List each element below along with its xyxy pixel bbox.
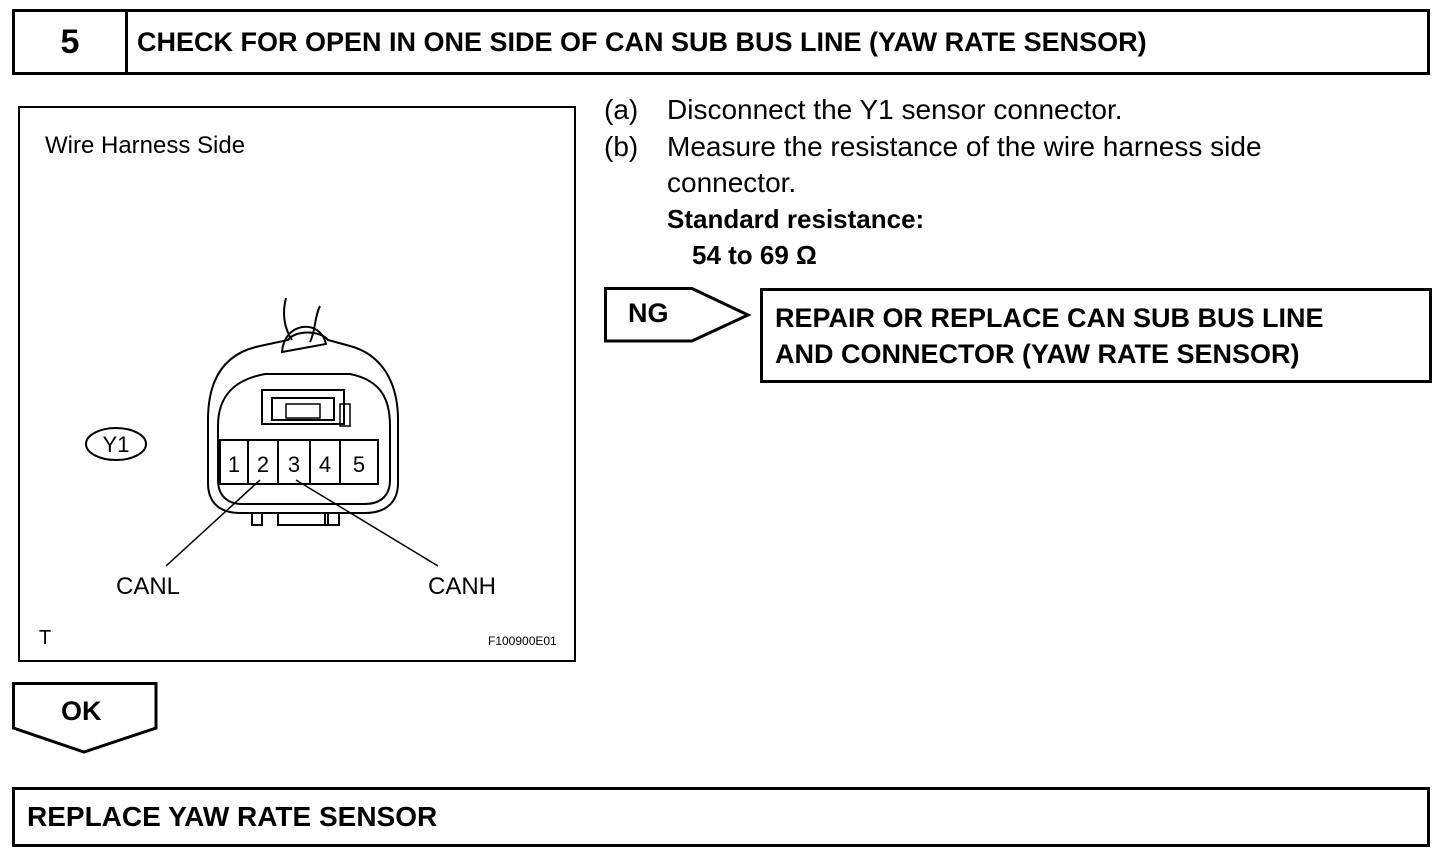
- step-a-marker: (a): [604, 94, 639, 125]
- canl-callout: CANL: [116, 573, 181, 600]
- step-b-text-line1: Measure the resistance of the wire harne…: [667, 131, 1262, 162]
- pin-label: 1: [228, 452, 240, 477]
- pin-label: 2: [257, 452, 269, 477]
- corner-mark: T: [39, 627, 52, 649]
- pin-label: 4: [319, 452, 331, 477]
- connector-figure: Wire Harness Side 1 2 3 4 5: [18, 106, 576, 662]
- standard-value: 54 to 69 Ω: [692, 240, 817, 270]
- step-b-marker: (b): [604, 131, 639, 162]
- ng-result-line1: REPAIR OR REPLACE CAN SUB BUS LINE: [775, 303, 1324, 333]
- ok-arrow: [12, 682, 158, 754]
- step-b-text-line2: connector.: [667, 167, 797, 198]
- step-a-text: Disconnect the Y1 sensor connector.: [667, 94, 1123, 125]
- step-number: 5: [15, 12, 128, 72]
- ok-result-text: REPLACE YAW RATE SENSOR: [27, 801, 438, 832]
- standard-label: Standard resistance:: [667, 204, 925, 234]
- connector-drawing: 1 2 3 4 5 Y1: [85, 297, 439, 567]
- ng-arrow: [604, 287, 752, 343]
- connector-label: Y1: [103, 432, 130, 457]
- ng-label: NG: [628, 298, 669, 328]
- step-title: CHECK FOR OPEN IN ONE SIDE OF CAN SUB BU…: [137, 26, 1147, 57]
- ng-result-box: REPAIR OR REPLACE CAN SUB BUS LINE AND C…: [760, 288, 1432, 383]
- pin-label: 5: [353, 452, 365, 477]
- ok-result-box: REPLACE YAW RATE SENSOR: [12, 787, 1430, 847]
- figure-id: F100900E01: [488, 634, 557, 648]
- figure-title: Wire Harness Side: [45, 132, 246, 159]
- ok-label: OK: [61, 696, 102, 726]
- canh-callout: CANH: [428, 573, 497, 600]
- ng-result-line2: AND CONNECTOR (YAW RATE SENSOR): [775, 339, 1300, 369]
- step-header: 5 CHECK FOR OPEN IN ONE SIDE OF CAN SUB …: [12, 9, 1430, 75]
- pin-label: 3: [288, 452, 300, 477]
